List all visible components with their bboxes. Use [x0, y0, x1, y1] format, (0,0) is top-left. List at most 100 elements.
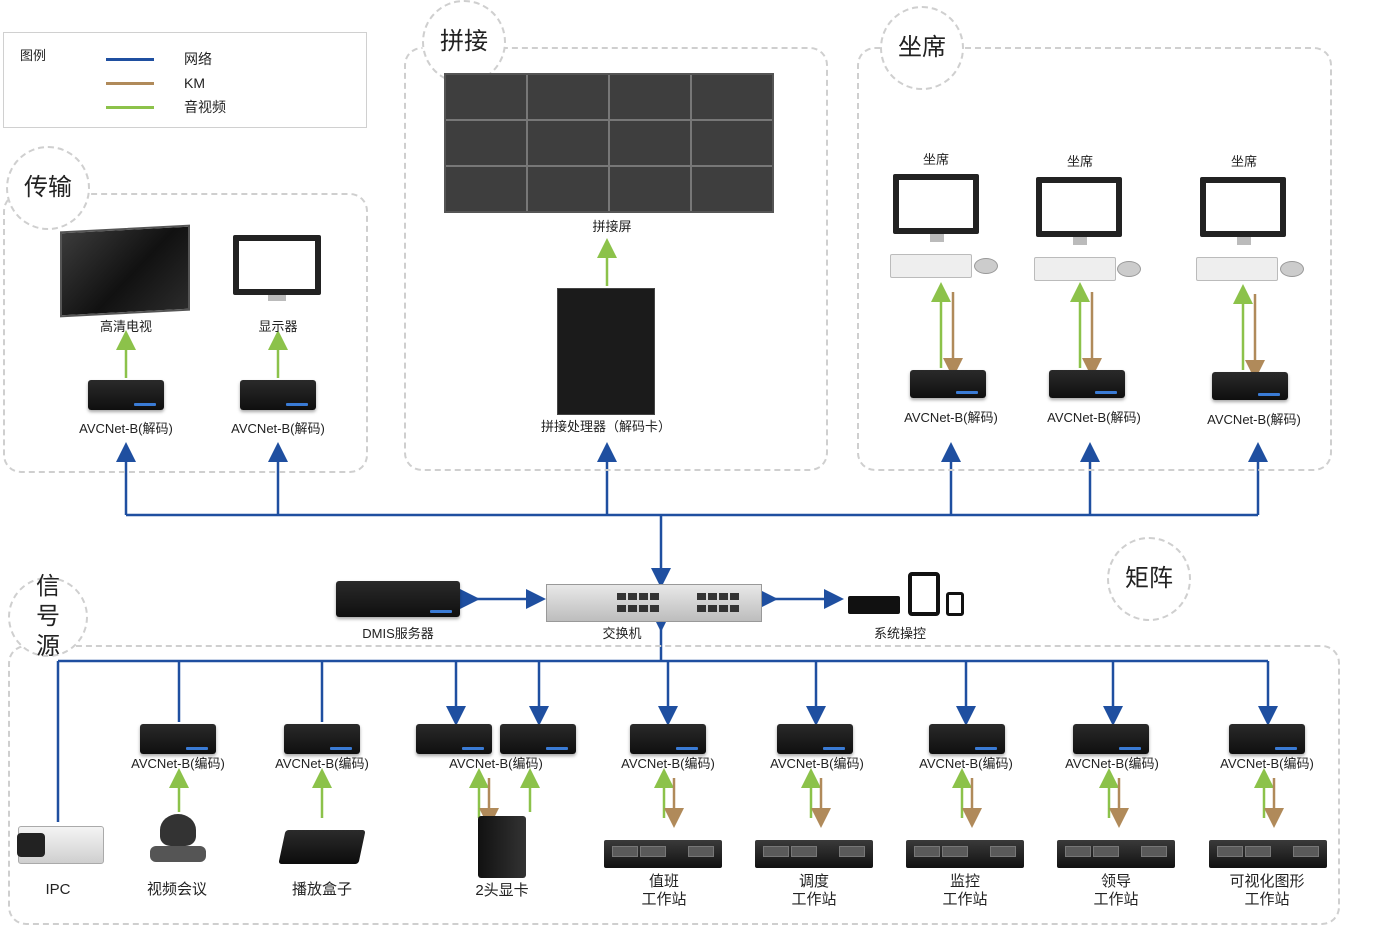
splicing-title: 拼接 [422, 0, 506, 84]
legend-item-av: 音视频 [106, 97, 226, 117]
encoder-1-label: AVCNet-B(编码) [131, 756, 225, 771]
seat-3-stand [1237, 237, 1251, 245]
seat-decoder-1-label: AVCNet-B(解码) [904, 410, 998, 425]
seat-3-keyboard [1196, 257, 1278, 281]
encoder-4-label: AVCNet-B(编码) [621, 756, 715, 771]
system-control-label: 系统操控 [873, 626, 927, 641]
legend-title: 图例 [20, 48, 47, 63]
transmission-decoder-2-label: AVCNet-B(解码) [231, 421, 325, 436]
dual-gpu-label: 2头显卡 [475, 882, 529, 899]
player-box-icon [278, 830, 366, 864]
legend-item-km: KM [106, 73, 205, 93]
workstation-3-label: 监控 工作站 [942, 873, 988, 908]
encoder-7 [1073, 724, 1149, 754]
splicing-section [404, 47, 828, 471]
hdtv-label: 高清电视 [99, 319, 153, 334]
network-switch [546, 584, 762, 622]
seat-decoder-3 [1212, 372, 1288, 400]
encoder-7-label: AVCNet-B(编码) [1065, 756, 1159, 771]
encoder-5-label: AVCNet-B(编码) [770, 756, 864, 771]
tablet-icon [908, 572, 940, 616]
video-conference-label: 视频会议 [146, 881, 208, 898]
workstation-1 [604, 840, 722, 868]
seat-1-mouse [974, 258, 998, 274]
encoder-1 [140, 724, 216, 754]
network-swatch [106, 57, 154, 61]
encoder-2 [284, 724, 360, 754]
seat-3-label: 坐席 [1230, 154, 1258, 169]
video-wall-label: 拼接屏 [592, 219, 632, 234]
workstation-4-label: 领导 工作站 [1093, 873, 1139, 908]
transmission-decoder-2 [240, 380, 316, 410]
encoder-6-label: AVCNet-B(编码) [919, 756, 1013, 771]
encoder-3b [500, 724, 576, 754]
phone-icon [946, 592, 964, 616]
km-swatch [106, 81, 154, 85]
workstation-3 [906, 840, 1024, 868]
legend-label-km: KM [184, 75, 205, 91]
seat-decoder-1 [910, 370, 986, 398]
encoder-8-label: AVCNet-B(编码) [1220, 756, 1314, 771]
matrix-title: 矩阵 [1107, 537, 1191, 621]
network-switch-label: 交换机 [602, 626, 642, 641]
seat-1-monitor [893, 174, 979, 234]
transmission-decoder-1-label: AVCNet-B(解码) [79, 421, 173, 436]
seats-title: 坐席 [880, 6, 964, 90]
seat-1-keyboard [890, 254, 972, 278]
monitor-label: 显示器 [258, 319, 298, 334]
workstation-1-label: 值班 工作站 [641, 873, 687, 908]
encoder-5 [777, 724, 853, 754]
network-lines [56, 442, 1278, 822]
workstation-5-label: 可视化图形 工作站 [1229, 873, 1305, 908]
seat-2-monitor [1036, 177, 1122, 237]
seat-2-mouse [1117, 261, 1141, 277]
workstation-4 [1057, 840, 1175, 868]
km-lines [479, 292, 1284, 828]
encoder-4 [630, 724, 706, 754]
dmis-server [336, 581, 460, 617]
seats-section [857, 47, 1332, 471]
encoder-2-label: AVCNet-B(编码) [275, 756, 369, 771]
transmission-decoder-1 [88, 380, 164, 410]
transmission-title: 传输 [6, 146, 90, 230]
ipc-camera-icon [17, 826, 104, 864]
seat-decoder-3-label: AVCNet-B(解码) [1207, 412, 1301, 427]
seat-2-stand [1073, 237, 1087, 245]
monitor-stand [268, 295, 286, 301]
legend-label-network: 网络 [184, 51, 212, 67]
router-icon [848, 596, 900, 614]
legend-label-av: 音视频 [184, 99, 226, 115]
transmission-section [3, 193, 368, 473]
seat-decoder-2 [1049, 370, 1125, 398]
legend: 图例 网络 KM 音视频 [3, 32, 367, 128]
seat-1-label: 坐席 [922, 152, 950, 167]
seat-2-label: 坐席 [1066, 154, 1094, 169]
video-conference-camera-icon [150, 814, 206, 864]
source-section [8, 645, 1340, 925]
legend-item-network: 网络 [106, 49, 212, 69]
dmis-server-label: DMIS服务器 [362, 626, 434, 641]
video-wall [444, 73, 774, 213]
workstation-5 [1209, 840, 1327, 868]
seat-3-mouse [1280, 261, 1304, 277]
seat-3-monitor [1200, 177, 1286, 237]
encoder-6 [929, 724, 1005, 754]
hdtv-device [60, 224, 190, 318]
encoder-3a [416, 724, 492, 754]
seat-1-stand [930, 234, 944, 242]
dual-gpu-host-icon [478, 816, 526, 878]
seat-decoder-2-label: AVCNet-B(解码) [1047, 410, 1141, 425]
splicing-processor [557, 288, 655, 415]
encoder-3-label: AVCNet-B(编码) [449, 756, 543, 771]
workstation-2 [755, 840, 873, 868]
splicing-processor-label: 拼接处理器（解码卡） [540, 419, 672, 434]
av-swatch [106, 105, 154, 109]
workstation-2-label: 调度 工作站 [791, 873, 837, 908]
encoder-8 [1229, 724, 1305, 754]
player-box-label: 播放盒子 [291, 881, 353, 898]
monitor-device [233, 235, 321, 295]
source-title: 信号源 [8, 573, 88, 660]
seat-2-keyboard [1034, 257, 1116, 281]
ipc-label: IPC [45, 881, 71, 898]
